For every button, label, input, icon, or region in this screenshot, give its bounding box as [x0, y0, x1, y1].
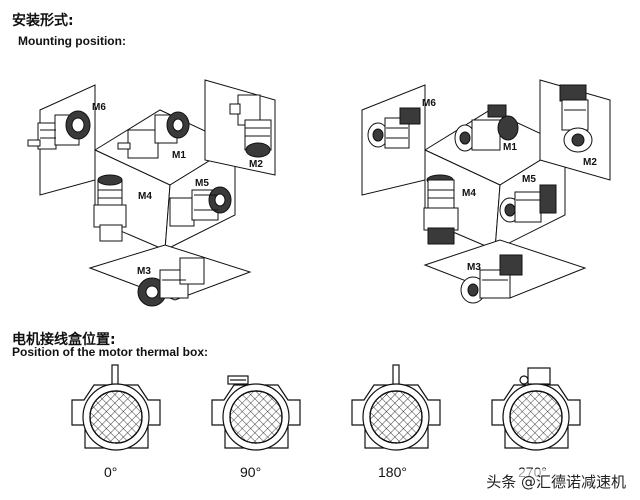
thermal-title-cn: 电机接线盒位置: [12, 332, 116, 348]
thermal-box-180 [351, 364, 441, 451]
angle-label-180: 180° [378, 464, 407, 480]
right-mounting-assembly [361, 79, 611, 304]
right-m4-motor [423, 174, 459, 245]
left-label-m4: M4 [138, 191, 152, 202]
right-m2-motor [559, 84, 593, 153]
thermal-title-en: Position of the motor thermal box: [12, 345, 209, 359]
right-m1-motor [454, 104, 519, 152]
angle-label-0: 0° [104, 464, 117, 480]
left-label-m1: M1 [172, 150, 186, 161]
right-label-m2: M2 [583, 157, 597, 168]
right-label-m4: M4 [462, 188, 476, 199]
thermal-box-270 [491, 367, 581, 451]
left-m1-motor [117, 111, 190, 159]
right-label-m3: M3 [467, 262, 481, 273]
right-label-m1: M1 [503, 142, 517, 153]
left-mounting-assembly [27, 79, 276, 307]
watermark-text: 头条 @汇德诺减速机 [480, 469, 632, 494]
angle-label-90: 90° [240, 464, 261, 480]
thermal-box-0 [71, 364, 161, 451]
left-m4-motor [93, 174, 127, 242]
left-label-m6: M6 [92, 102, 106, 113]
left-label-m3: M3 [137, 266, 151, 277]
right-m6-motor [367, 107, 421, 149]
thermal-box-90 [211, 375, 301, 451]
right-label-m6: M6 [422, 98, 436, 109]
mounting-title-cn: 安装形式: [12, 13, 74, 29]
left-m5-motor [169, 186, 232, 227]
right-m5-motor [499, 184, 557, 223]
mounting-title-en: Mounting position: [18, 34, 126, 48]
left-label-m2: M2 [249, 159, 263, 170]
left-label-m5: M5 [195, 178, 209, 189]
right-m3-motor [460, 254, 523, 304]
left-m3-motor [137, 257, 205, 307]
right-label-m5: M5 [522, 174, 536, 185]
left-m2-motor [229, 94, 272, 158]
left-m6-motor [27, 110, 91, 150]
